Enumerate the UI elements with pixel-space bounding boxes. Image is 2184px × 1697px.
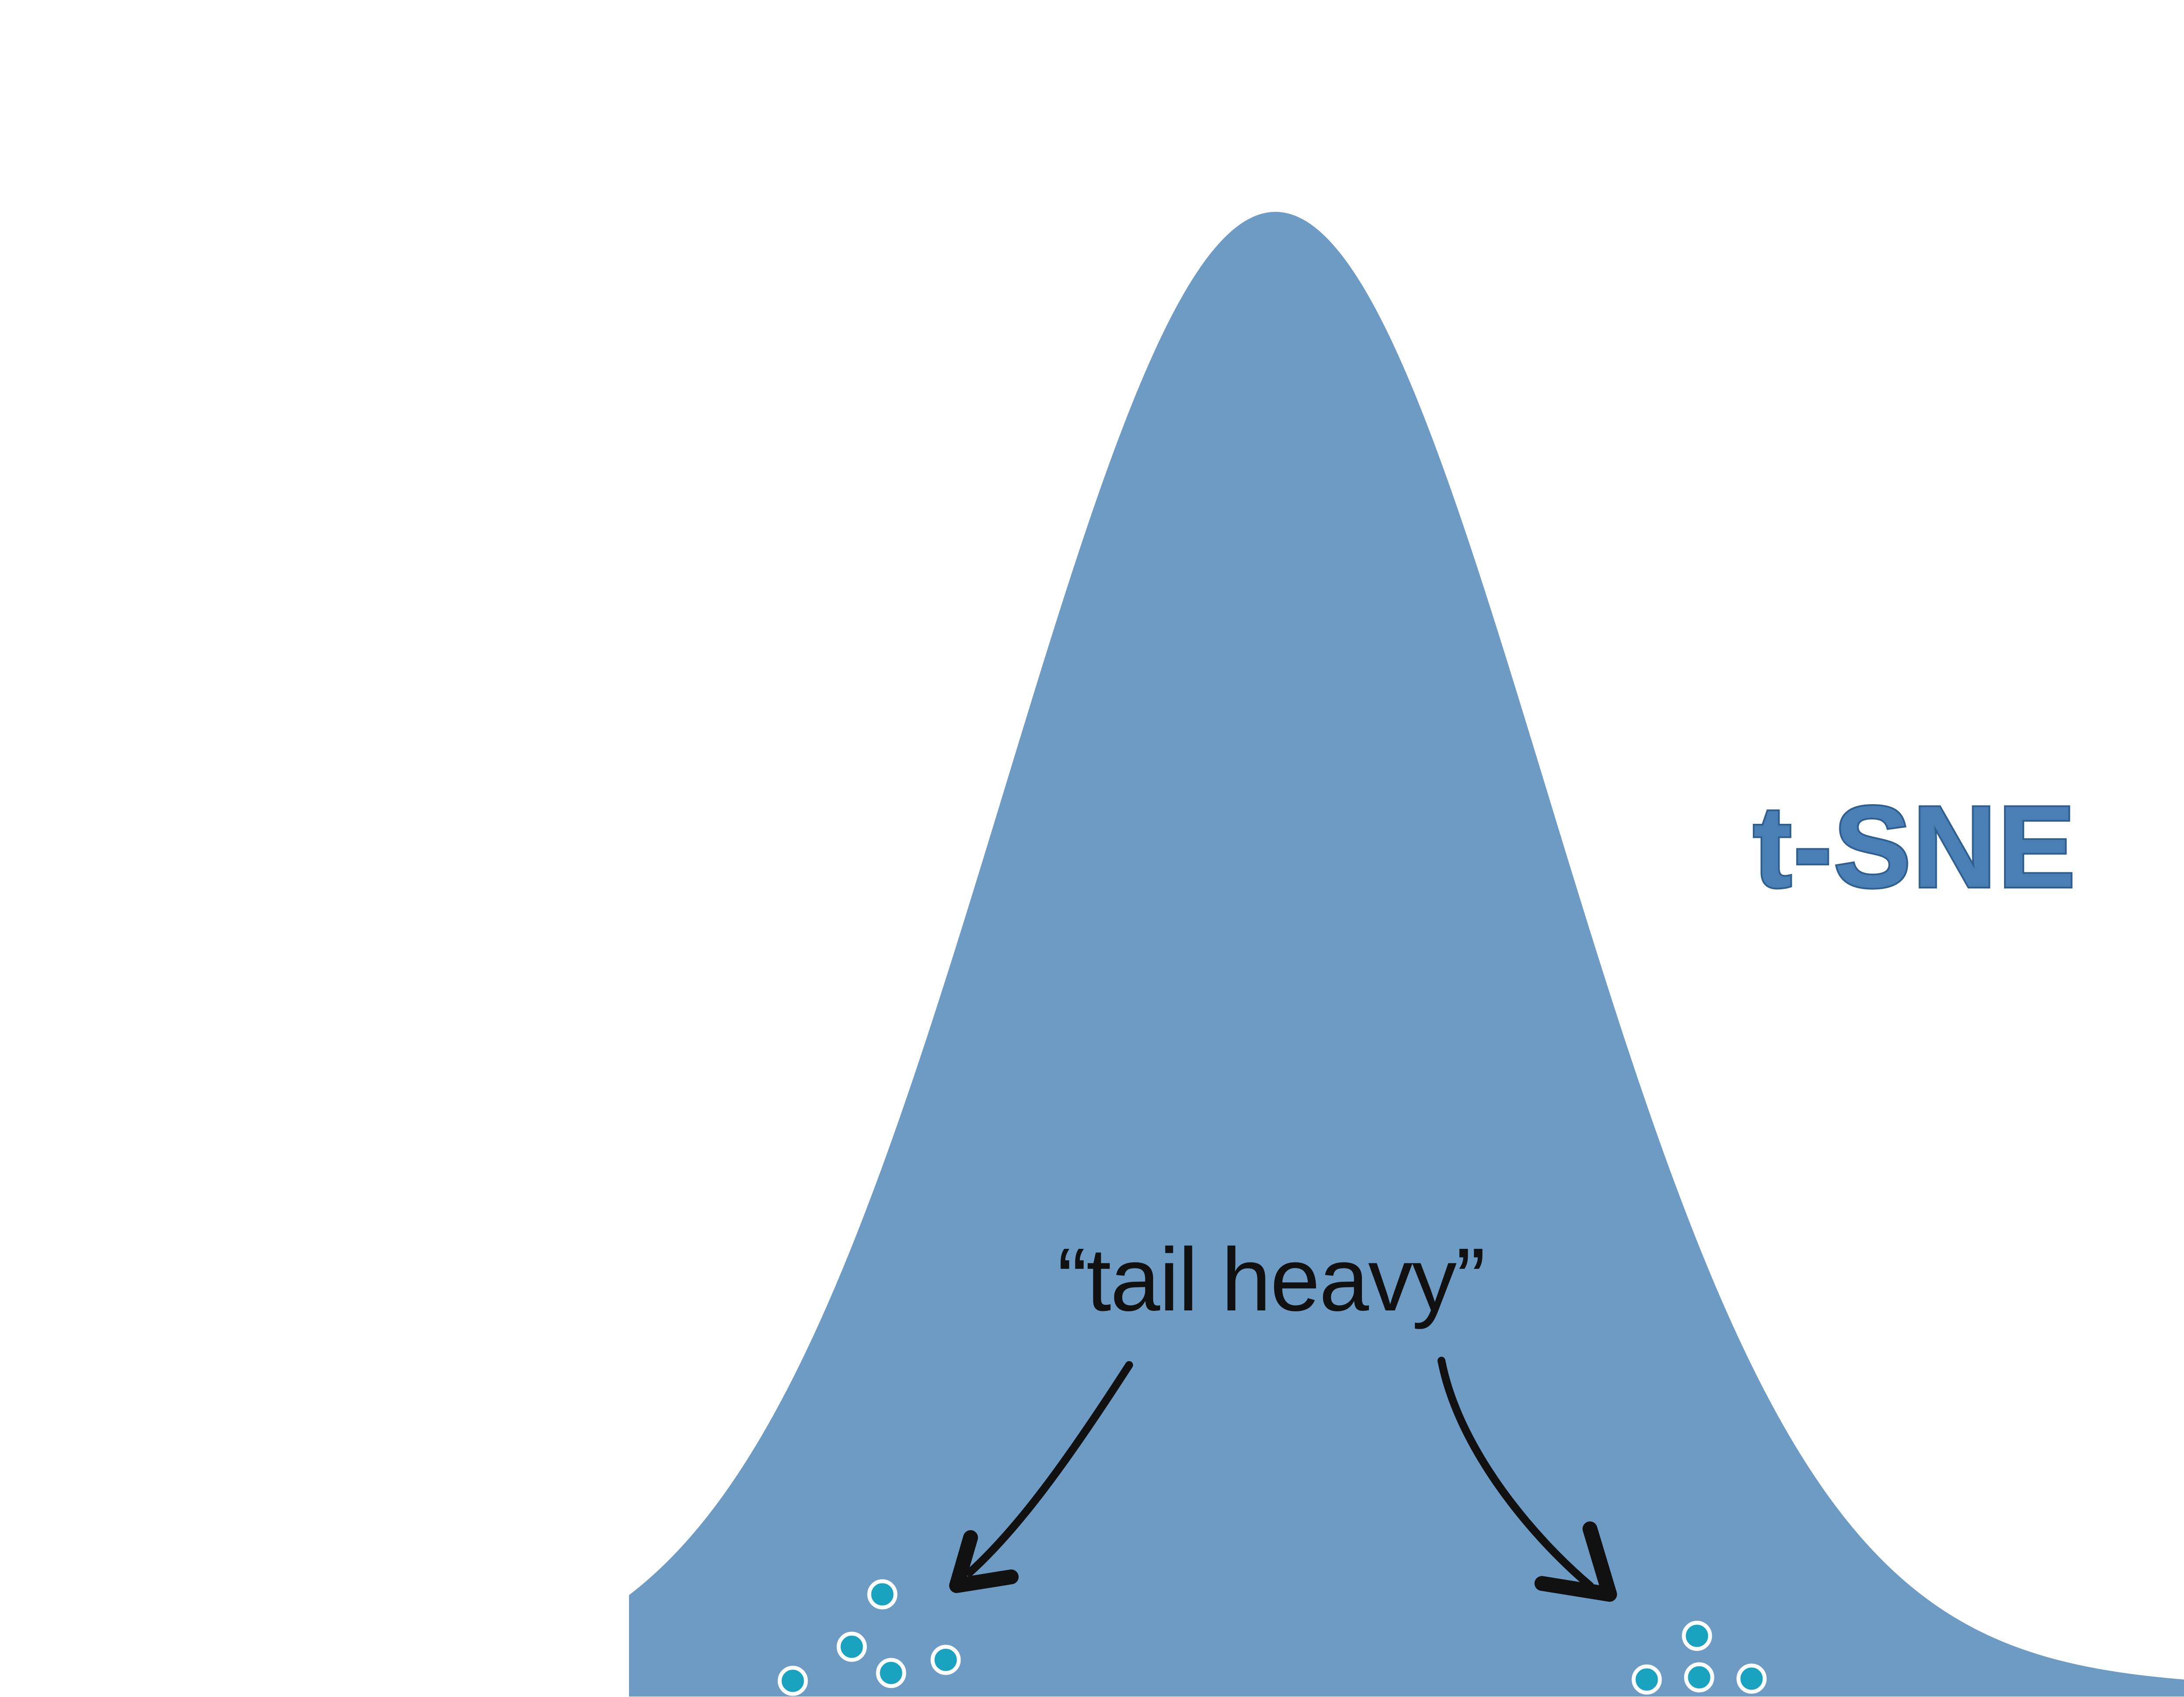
tail-heavy-annotation: “tail heavy” bbox=[1057, 1230, 1485, 1330]
point bbox=[876, 1658, 906, 1688]
point bbox=[778, 1666, 808, 1696]
points-left-tail bbox=[778, 1579, 961, 1696]
distribution-curve bbox=[629, 212, 2184, 1695]
method-title: t-SNE bbox=[1753, 782, 2077, 912]
point bbox=[1682, 1621, 1712, 1651]
curved-arrow-down-right-icon bbox=[1438, 1357, 1617, 1602]
points-right-tail bbox=[1631, 1621, 1767, 1695]
point bbox=[1736, 1663, 1767, 1694]
point bbox=[1631, 1664, 1662, 1695]
point bbox=[1684, 1662, 1714, 1693]
curved-arrow-down-left-icon bbox=[949, 1361, 1133, 1593]
point bbox=[867, 1579, 898, 1610]
point bbox=[930, 1645, 961, 1675]
point bbox=[836, 1631, 867, 1662]
